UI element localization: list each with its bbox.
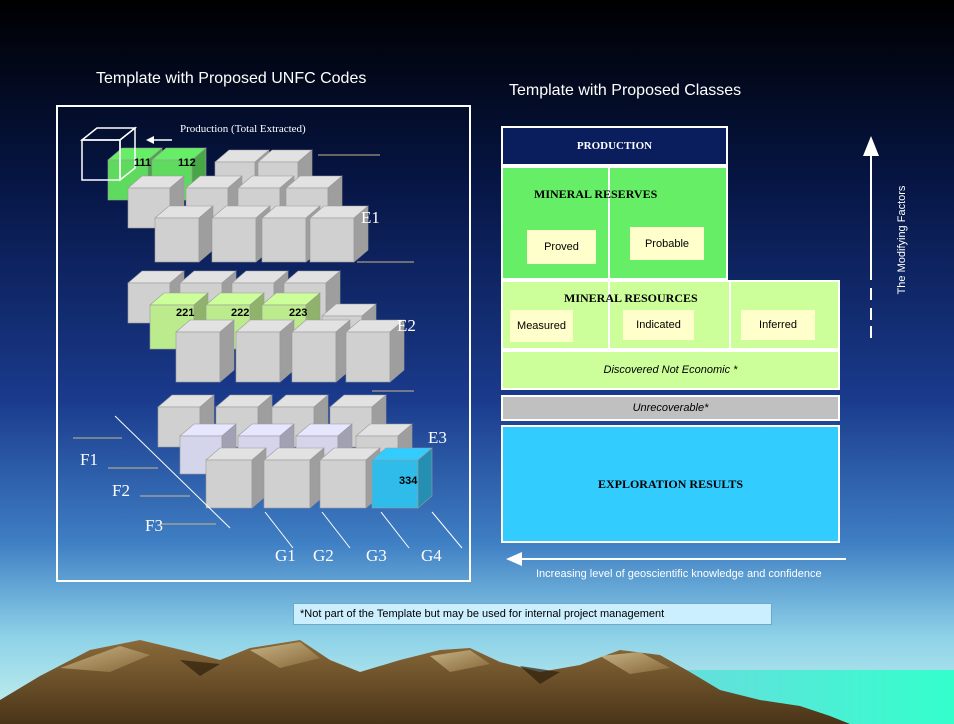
cube-e3-front	[263, 447, 325, 509]
cube-e2-front	[235, 319, 295, 383]
diagonal-lines	[114, 415, 463, 549]
production-label: Production (Total Extracted)	[180, 123, 306, 135]
cube-grid	[107, 147, 433, 509]
label-g2: G2	[313, 546, 334, 565]
cube-e2-front	[345, 319, 405, 383]
modifying-factors-label: The Modifying Factors	[896, 185, 908, 295]
knowledge-axis-label: Increasing level of geoscientific knowle…	[536, 568, 822, 580]
cube-e3-front	[205, 447, 267, 509]
code-222: 222	[231, 307, 250, 319]
discovered-not-economic-label: Discovered Not Economic *	[603, 364, 738, 376]
cube-e2-front	[291, 319, 351, 383]
production-class-label: PRODUCTION	[576, 140, 653, 152]
arrow-left-icon	[146, 136, 172, 144]
left-arrow-icon	[506, 552, 846, 566]
production-box	[501, 126, 728, 166]
code-223: 223	[289, 307, 308, 319]
left-panel-frame	[56, 105, 471, 582]
footnote-box: *Not part of the Template but may be use…	[293, 603, 772, 625]
mineral-resources-label: MINERAL RESOURCES	[564, 291, 698, 305]
cube-334	[371, 447, 433, 509]
label-g3: G3	[366, 546, 387, 565]
left-panel-title: Template with Proposed UNFC Codes	[96, 70, 367, 87]
cube-e3-front	[319, 447, 381, 509]
guide-lines	[73, 154, 414, 525]
cube-e1-front	[154, 205, 214, 263]
cube-e1-front	[211, 205, 271, 263]
label-g4: G4	[421, 546, 442, 565]
code-221: 221	[176, 307, 195, 319]
code-112: 112	[178, 157, 196, 169]
discovered-box	[501, 350, 840, 390]
probable-box: Probable	[630, 227, 704, 260]
exploration-box	[501, 425, 840, 543]
cube-e1-front	[309, 205, 369, 263]
mineral-reserves-label: MINERAL RESERVES	[534, 187, 658, 201]
proved-box: Proved	[527, 230, 596, 264]
label-g1: G1	[275, 546, 296, 565]
label-f1: F1	[80, 450, 98, 469]
production-cube	[79, 126, 138, 182]
unrecoverable-box	[501, 395, 840, 421]
label-e2: E2	[397, 316, 416, 335]
right-panel-title: Template with Proposed Classes	[509, 82, 742, 99]
label-e1: E1	[361, 208, 380, 227]
exploration-results-label: EXPLORATION RESULTS	[597, 476, 744, 491]
measured-box: Measured	[510, 310, 573, 342]
cube-e2-front	[175, 319, 235, 383]
label-e3: E3	[428, 428, 447, 447]
code-111: 111	[134, 157, 152, 169]
label-f3: F3	[145, 516, 163, 535]
indicated-box: Indicated	[623, 310, 694, 340]
up-arrow-icon	[863, 136, 879, 338]
inferred-box: Inferred	[741, 310, 815, 340]
unrecoverable-label: Unrecoverable*	[632, 402, 709, 414]
code-334: 334	[399, 475, 418, 487]
label-f2: F2	[112, 481, 130, 500]
